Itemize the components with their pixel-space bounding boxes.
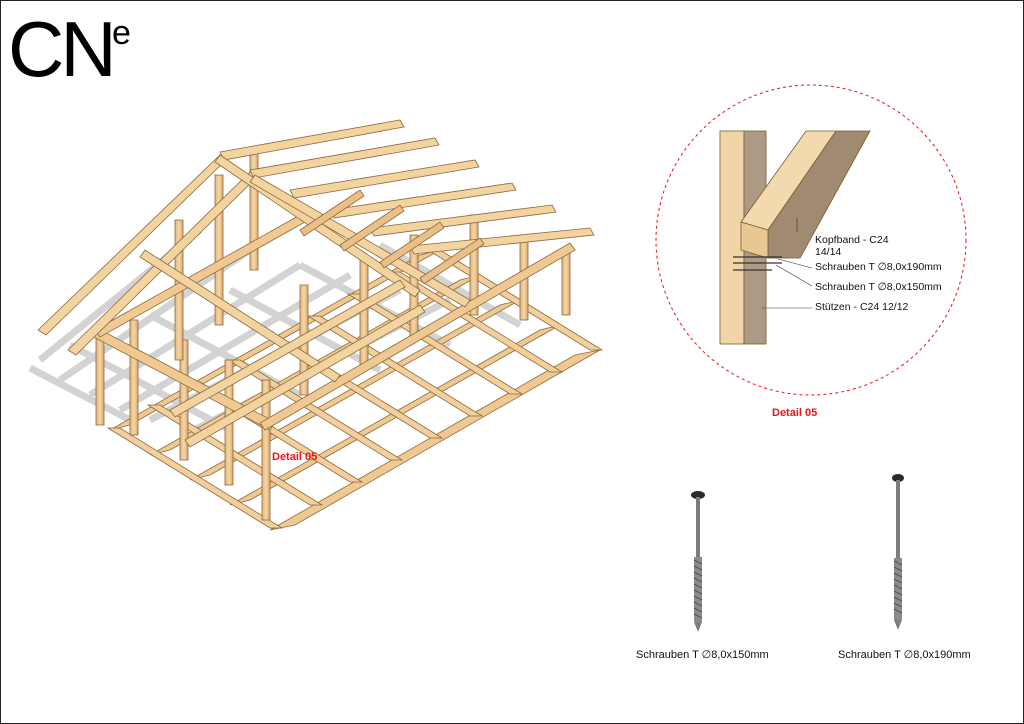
callout-schrauben-150: Schrauben T ∅8,0x150mm <box>815 281 942 293</box>
detail-screws <box>733 256 782 271</box>
screw-150-image <box>691 491 705 632</box>
callout-schrauben-190: Schrauben T ∅8,0x190mm <box>815 261 942 273</box>
screw-150-caption: Schrauben T ∅8,0x150mm <box>636 649 769 661</box>
screw-190-caption: Schrauben T ∅8,0x190mm <box>838 649 971 661</box>
callout-kopfband: Kopfband - C24 14/14 <box>815 234 889 258</box>
rafters <box>37 119 595 448</box>
callout-stuetzen: Stützen - C24 12/12 <box>815 301 909 313</box>
detail-brace <box>740 130 871 259</box>
logo: CN e <box>8 10 131 88</box>
knee-braces <box>299 189 485 285</box>
callout-kopfband-line2: 14/14 <box>815 246 842 258</box>
detail-05-title: Detail 05 <box>772 407 818 419</box>
top-plates <box>89 214 576 431</box>
callout-kopfband-line1: Kopfband - C24 <box>815 234 889 246</box>
logo-superscript: e <box>112 14 131 52</box>
logo-text: CN <box>8 5 117 93</box>
screw-190-image <box>892 474 904 630</box>
detail-05-marker[interactable]: Detail 05 <box>272 451 318 463</box>
detail-circle <box>655 84 967 396</box>
callout-leaders <box>762 218 813 309</box>
